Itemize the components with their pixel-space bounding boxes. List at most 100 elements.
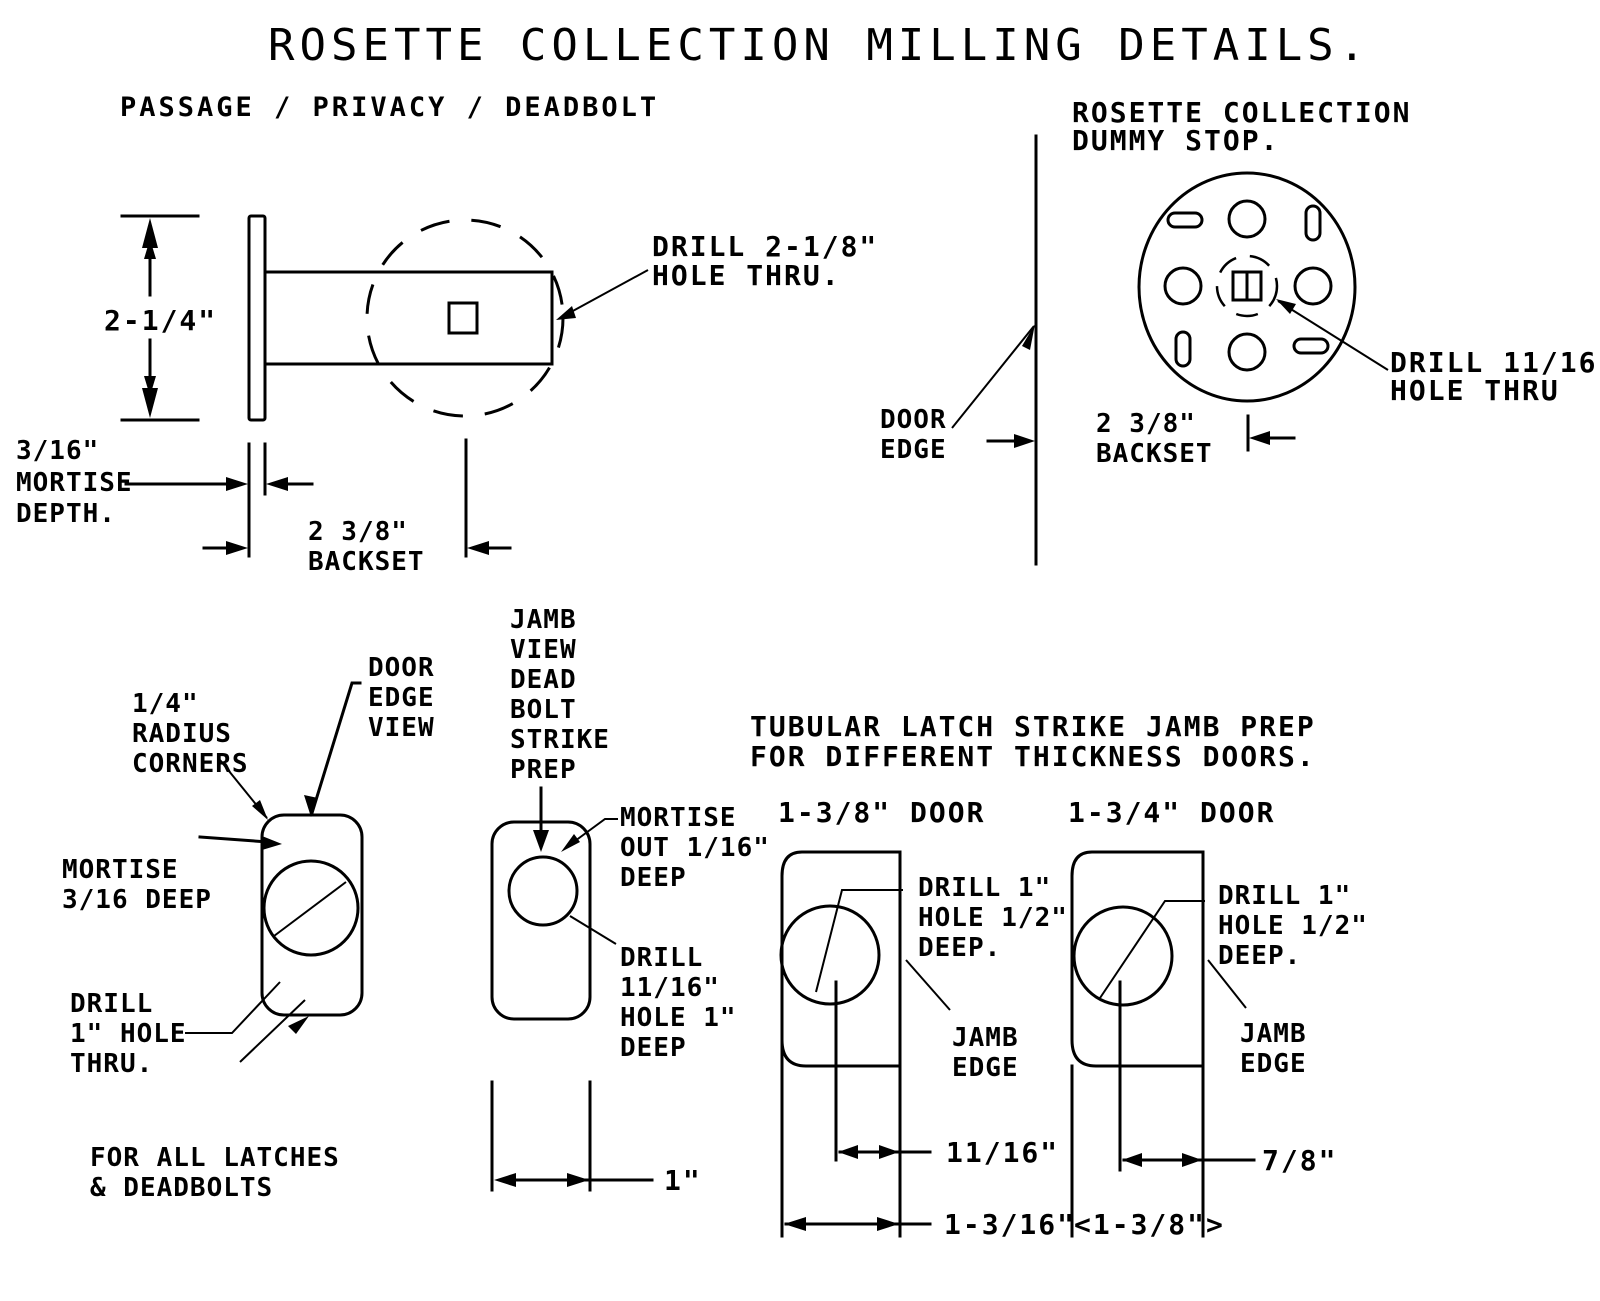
dummy-backset-line1: 2 3/8" bbox=[1096, 409, 1196, 439]
rosette-slot-bottom-right bbox=[1292, 337, 1330, 355]
footer-note-line2: & DEADBOLTS bbox=[90, 1173, 273, 1203]
strike-drill-line4: DEEP bbox=[620, 1033, 687, 1063]
strike-drill-leader bbox=[569, 915, 617, 945]
rosette-slot-bottom-left bbox=[1174, 330, 1192, 368]
backset-label-line1: 2 3/8" bbox=[308, 517, 408, 547]
strike-mortise-line2: OUT 1/16" bbox=[620, 833, 770, 863]
drill-diameter-line bbox=[273, 881, 347, 937]
rosette-outline bbox=[1137, 171, 1357, 403]
view-arrow bbox=[304, 795, 318, 817]
backset-arrow-left bbox=[226, 541, 248, 555]
strike-label-line5: STRIKE bbox=[510, 725, 610, 755]
door2-width-label: <1-3/8"> bbox=[1074, 1208, 1225, 1241]
door2-label: 1-3/4" DOOR bbox=[1068, 796, 1275, 829]
rosette-hole-top bbox=[1227, 199, 1267, 239]
latch-square bbox=[447, 301, 479, 335]
rosette-slot-top-right bbox=[1304, 204, 1322, 242]
passage-heading: PASSAGE / PRIVACY / DEADBOLT bbox=[120, 92, 659, 123]
door1-jamb-leader bbox=[905, 959, 951, 1011]
latch-body bbox=[263, 270, 554, 366]
tubular-latch-detail: TUBULAR LATCH STRIKE JAMB PREP FOR DIFFE… bbox=[750, 710, 1367, 1241]
door2-center-arrow-left bbox=[1122, 1153, 1142, 1167]
drill-note-line2: HOLE THRU. bbox=[652, 259, 841, 292]
drill-note-line1: DRILL 2-1/8" bbox=[652, 230, 878, 263]
dummy-backset-arrow-right bbox=[1249, 431, 1270, 445]
door2-drill-line3: DEEP. bbox=[1218, 941, 1301, 971]
strike-drill-line3: HOLE 1" bbox=[620, 1003, 737, 1033]
dummy-heading-line1: ROSETTE COLLECTION bbox=[1072, 96, 1411, 129]
strike-mortise-line3: DEEP bbox=[620, 863, 687, 893]
strike-drill-line2: 11/16" bbox=[620, 973, 720, 1003]
door1-center-arrow-left bbox=[838, 1145, 858, 1159]
mortise-note-line2: MORTISE bbox=[16, 468, 133, 498]
drawing-title: ROSETTE COLLECTION MILLING DETAILS. bbox=[268, 20, 1370, 71]
mortise-depth-line1: MORTISE bbox=[62, 855, 179, 885]
strike-label-line1: JAMB bbox=[510, 605, 577, 635]
dummy-drill-line2: HOLE THRU bbox=[1390, 374, 1560, 407]
door2-jamb-leader bbox=[1207, 959, 1247, 1009]
rosette-hole-right bbox=[1293, 266, 1333, 306]
door2-center-arrow-right bbox=[1182, 1153, 1202, 1167]
dummy-drill-line1: DRILL 11/16" bbox=[1390, 346, 1600, 379]
view-label-line3: VIEW bbox=[368, 713, 435, 743]
radius-note-line3: CORNERS bbox=[132, 749, 249, 779]
strike-label-line4: BOLT bbox=[510, 695, 577, 725]
mortise-note-line3: DEPTH. bbox=[16, 499, 116, 529]
backset-arrow-right bbox=[467, 541, 489, 555]
door-edge-label-line1: DOOR bbox=[880, 405, 947, 435]
door1-drill-line2: HOLE 1/2" bbox=[918, 903, 1068, 933]
view-label-line2: EDGE bbox=[368, 683, 435, 713]
drill-leader bbox=[559, 269, 649, 319]
rosette-hole-left bbox=[1163, 266, 1203, 306]
mortise-note-line1: 3/16" bbox=[16, 436, 99, 466]
strike-width-label: 1" bbox=[664, 1164, 702, 1197]
door-edge-view-detail: 1/4" RADIUS CORNERS DOOR EDGE VIEW MORTI… bbox=[62, 653, 435, 1203]
footer-note-line1: FOR ALL LATCHES bbox=[90, 1143, 340, 1173]
footer-arrow bbox=[288, 1016, 309, 1034]
door2-strike-outline bbox=[1070, 850, 1205, 1068]
door1-drill-leader bbox=[815, 889, 903, 993]
door1-strike-outline bbox=[780, 850, 902, 1068]
footer-leader bbox=[239, 999, 306, 1063]
door1-center-arrow-right bbox=[879, 1145, 899, 1159]
mortise-depth-leader bbox=[198, 835, 270, 844]
tubular-heading-line1: TUBULAR LATCH STRIKE JAMB PREP bbox=[750, 710, 1316, 743]
face-plate bbox=[247, 214, 267, 422]
drill-hole-leader bbox=[185, 981, 281, 1034]
dummy-backset-line2: BACKSET bbox=[1096, 439, 1213, 469]
strike-arrow bbox=[533, 830, 549, 852]
rosette-slot-top-left bbox=[1166, 211, 1204, 229]
strike-mortise-arrow bbox=[561, 834, 580, 852]
strike-label-line6: PREP bbox=[510, 755, 577, 785]
strike-width-arrow-right bbox=[567, 1173, 589, 1187]
mortise-arrow-right bbox=[266, 477, 288, 491]
drill-arrow bbox=[556, 306, 576, 320]
arrow-down bbox=[142, 388, 158, 418]
strike-width-arrow-left bbox=[494, 1173, 516, 1187]
bore-circle bbox=[365, 218, 565, 418]
drill-hole-line1: DRILL bbox=[70, 989, 153, 1019]
strike-label-line2: VIEW bbox=[510, 635, 577, 665]
dummy-stop-detail: ROSETTE COLLECTION DUMMY STOP. DOOR EDGE… bbox=[880, 96, 1600, 566]
door1-drill-line1: DRILL 1" bbox=[918, 873, 1051, 903]
door1-center-label: 11/16" bbox=[946, 1136, 1059, 1169]
dummy-backset-arrow-left bbox=[1014, 434, 1035, 448]
door2-jamb-line2: EDGE bbox=[1240, 1049, 1307, 1079]
radius-note-line1: 1/4" bbox=[132, 689, 199, 719]
height-dim-label: 2-1/4" bbox=[104, 304, 217, 337]
mortise-depth-line2: 3/16 DEEP bbox=[62, 885, 212, 915]
dummy-heading-line2: DUMMY STOP. bbox=[1072, 124, 1279, 157]
door-edge-label-line2: EDGE bbox=[880, 435, 947, 465]
strike-mortise-line1: MORTISE bbox=[620, 803, 737, 833]
radius-note-line2: RADIUS bbox=[132, 719, 232, 749]
door1-width-arrow-right bbox=[877, 1217, 899, 1231]
drill-hole-line3: THRU. bbox=[70, 1049, 153, 1079]
strike-label-line3: DEAD bbox=[510, 665, 577, 695]
mortise-outline bbox=[260, 813, 364, 1017]
door2-drill-leader bbox=[1099, 900, 1205, 999]
deadbolt-strike-detail: JAMB VIEW DEAD BOLT STRIKE PREP MORTISE … bbox=[490, 605, 770, 1197]
strike-mortise-leader bbox=[574, 818, 618, 842]
mortise-arrow-left bbox=[226, 477, 248, 491]
door1-drill-line3: DEEP. bbox=[918, 933, 1001, 963]
